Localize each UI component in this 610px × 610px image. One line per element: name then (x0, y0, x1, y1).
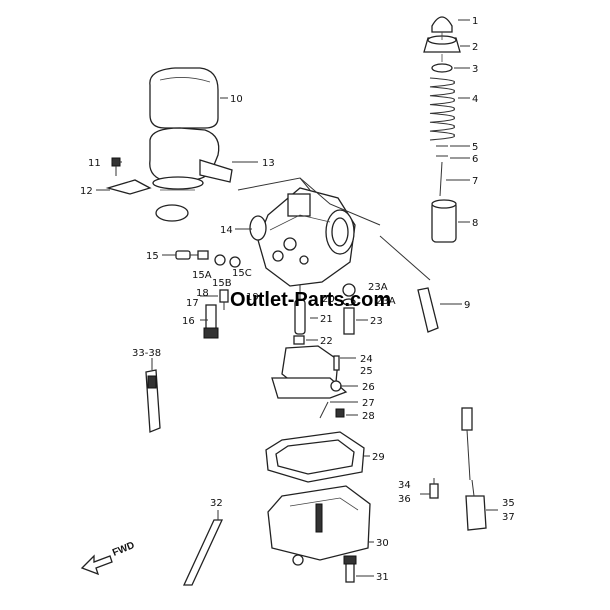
callout-27: 27 (362, 398, 375, 409)
callout-5: 5 (472, 142, 478, 153)
washer-3-part (431, 63, 453, 73)
float-bowl-30-part (267, 485, 371, 566)
screw-11-part (111, 157, 121, 176)
air-cover-part (149, 67, 219, 129)
pin-24-part (333, 355, 340, 371)
carburetor-body-part (237, 177, 381, 287)
bracket-9-part (417, 287, 439, 333)
callout-18: 18 (196, 288, 209, 299)
callout-6: 6 (472, 154, 478, 165)
cable-35-part (461, 407, 487, 531)
callout-37: 37 (502, 512, 515, 523)
callout-26: 26 (362, 382, 375, 393)
callout-15a: 15A (192, 270, 212, 281)
callout-labels: 1 2 3 4 5 6 7 8 9 10 11 12 13 14 15 15A … (80, 16, 515, 583)
filter-housing-part (149, 127, 233, 222)
needle-clip-part (436, 145, 448, 157)
o-ring-part (249, 215, 267, 241)
fwd-arrow-icon: FWD (80, 540, 136, 576)
float-26-part (271, 345, 348, 399)
callout-12: 12 (80, 186, 93, 197)
float-pin-27-part (319, 401, 329, 419)
leader-lines (96, 19, 498, 577)
callout-24: 24 (360, 354, 373, 365)
fwd-label: FWD (111, 540, 136, 559)
callout-20: 20 (322, 294, 335, 305)
callout-15b: 15B (212, 278, 232, 289)
callout-14: 14 (220, 225, 233, 236)
spring-4-part (429, 77, 455, 141)
callout-7: 7 (472, 176, 478, 187)
drain-screw-31-part (343, 555, 357, 583)
callout-1: 1 (472, 16, 478, 27)
sensor-34-part (429, 478, 439, 499)
callout-13: 13 (262, 158, 275, 169)
callout-16: 16 (182, 316, 195, 327)
pilot-screw-15-part (175, 250, 200, 260)
callout-36: 36 (398, 494, 411, 505)
main-jet-22-part (293, 335, 305, 345)
callout-34: 34 (398, 480, 411, 491)
screw-16-part (203, 304, 219, 339)
callout-9: 9 (464, 300, 470, 311)
callout-15c: 15C (232, 268, 252, 279)
float-needle-21-part (294, 285, 306, 335)
callout-23: 23 (370, 316, 383, 327)
callout-22: 22 (320, 336, 333, 347)
hose-32-part (182, 519, 224, 586)
callout-2: 2 (472, 42, 478, 53)
top-cap-part (431, 16, 453, 33)
callout-32: 32 (210, 498, 223, 509)
clip-12-part (105, 179, 152, 195)
callout-17: 17 (186, 298, 199, 309)
jet-needle-7-part (439, 161, 443, 197)
callout-21: 21 (320, 314, 333, 325)
watermark: Outlet-Parts.com (230, 289, 391, 311)
callout-8: 8 (472, 218, 478, 229)
screw-28-part (335, 408, 345, 418)
callout-25: 25 (360, 366, 373, 377)
callout-10: 10 (230, 94, 243, 105)
gasket-29-part (265, 431, 365, 483)
callout-15: 15 (146, 251, 159, 262)
throttle-valve-8-part (431, 199, 457, 243)
callout-4: 4 (472, 94, 478, 105)
callout-35: 35 (502, 498, 515, 509)
callout-33-38: 33-38 (132, 348, 161, 359)
callout-23a-bottom: 23A (376, 296, 396, 307)
callout-3: 3 (472, 64, 478, 75)
springs-15abc-part (197, 250, 241, 268)
callout-30: 30 (376, 538, 389, 549)
jet-23-part (342, 283, 356, 335)
callout-11: 11 (88, 158, 101, 169)
callout-29: 29 (372, 452, 385, 463)
callout-28: 28 (362, 411, 375, 422)
callout-31: 31 (376, 572, 389, 583)
drain-17-18-part (219, 289, 229, 310)
callout-23a-top: 23A (368, 282, 388, 293)
callout-19: 19 (246, 292, 259, 303)
